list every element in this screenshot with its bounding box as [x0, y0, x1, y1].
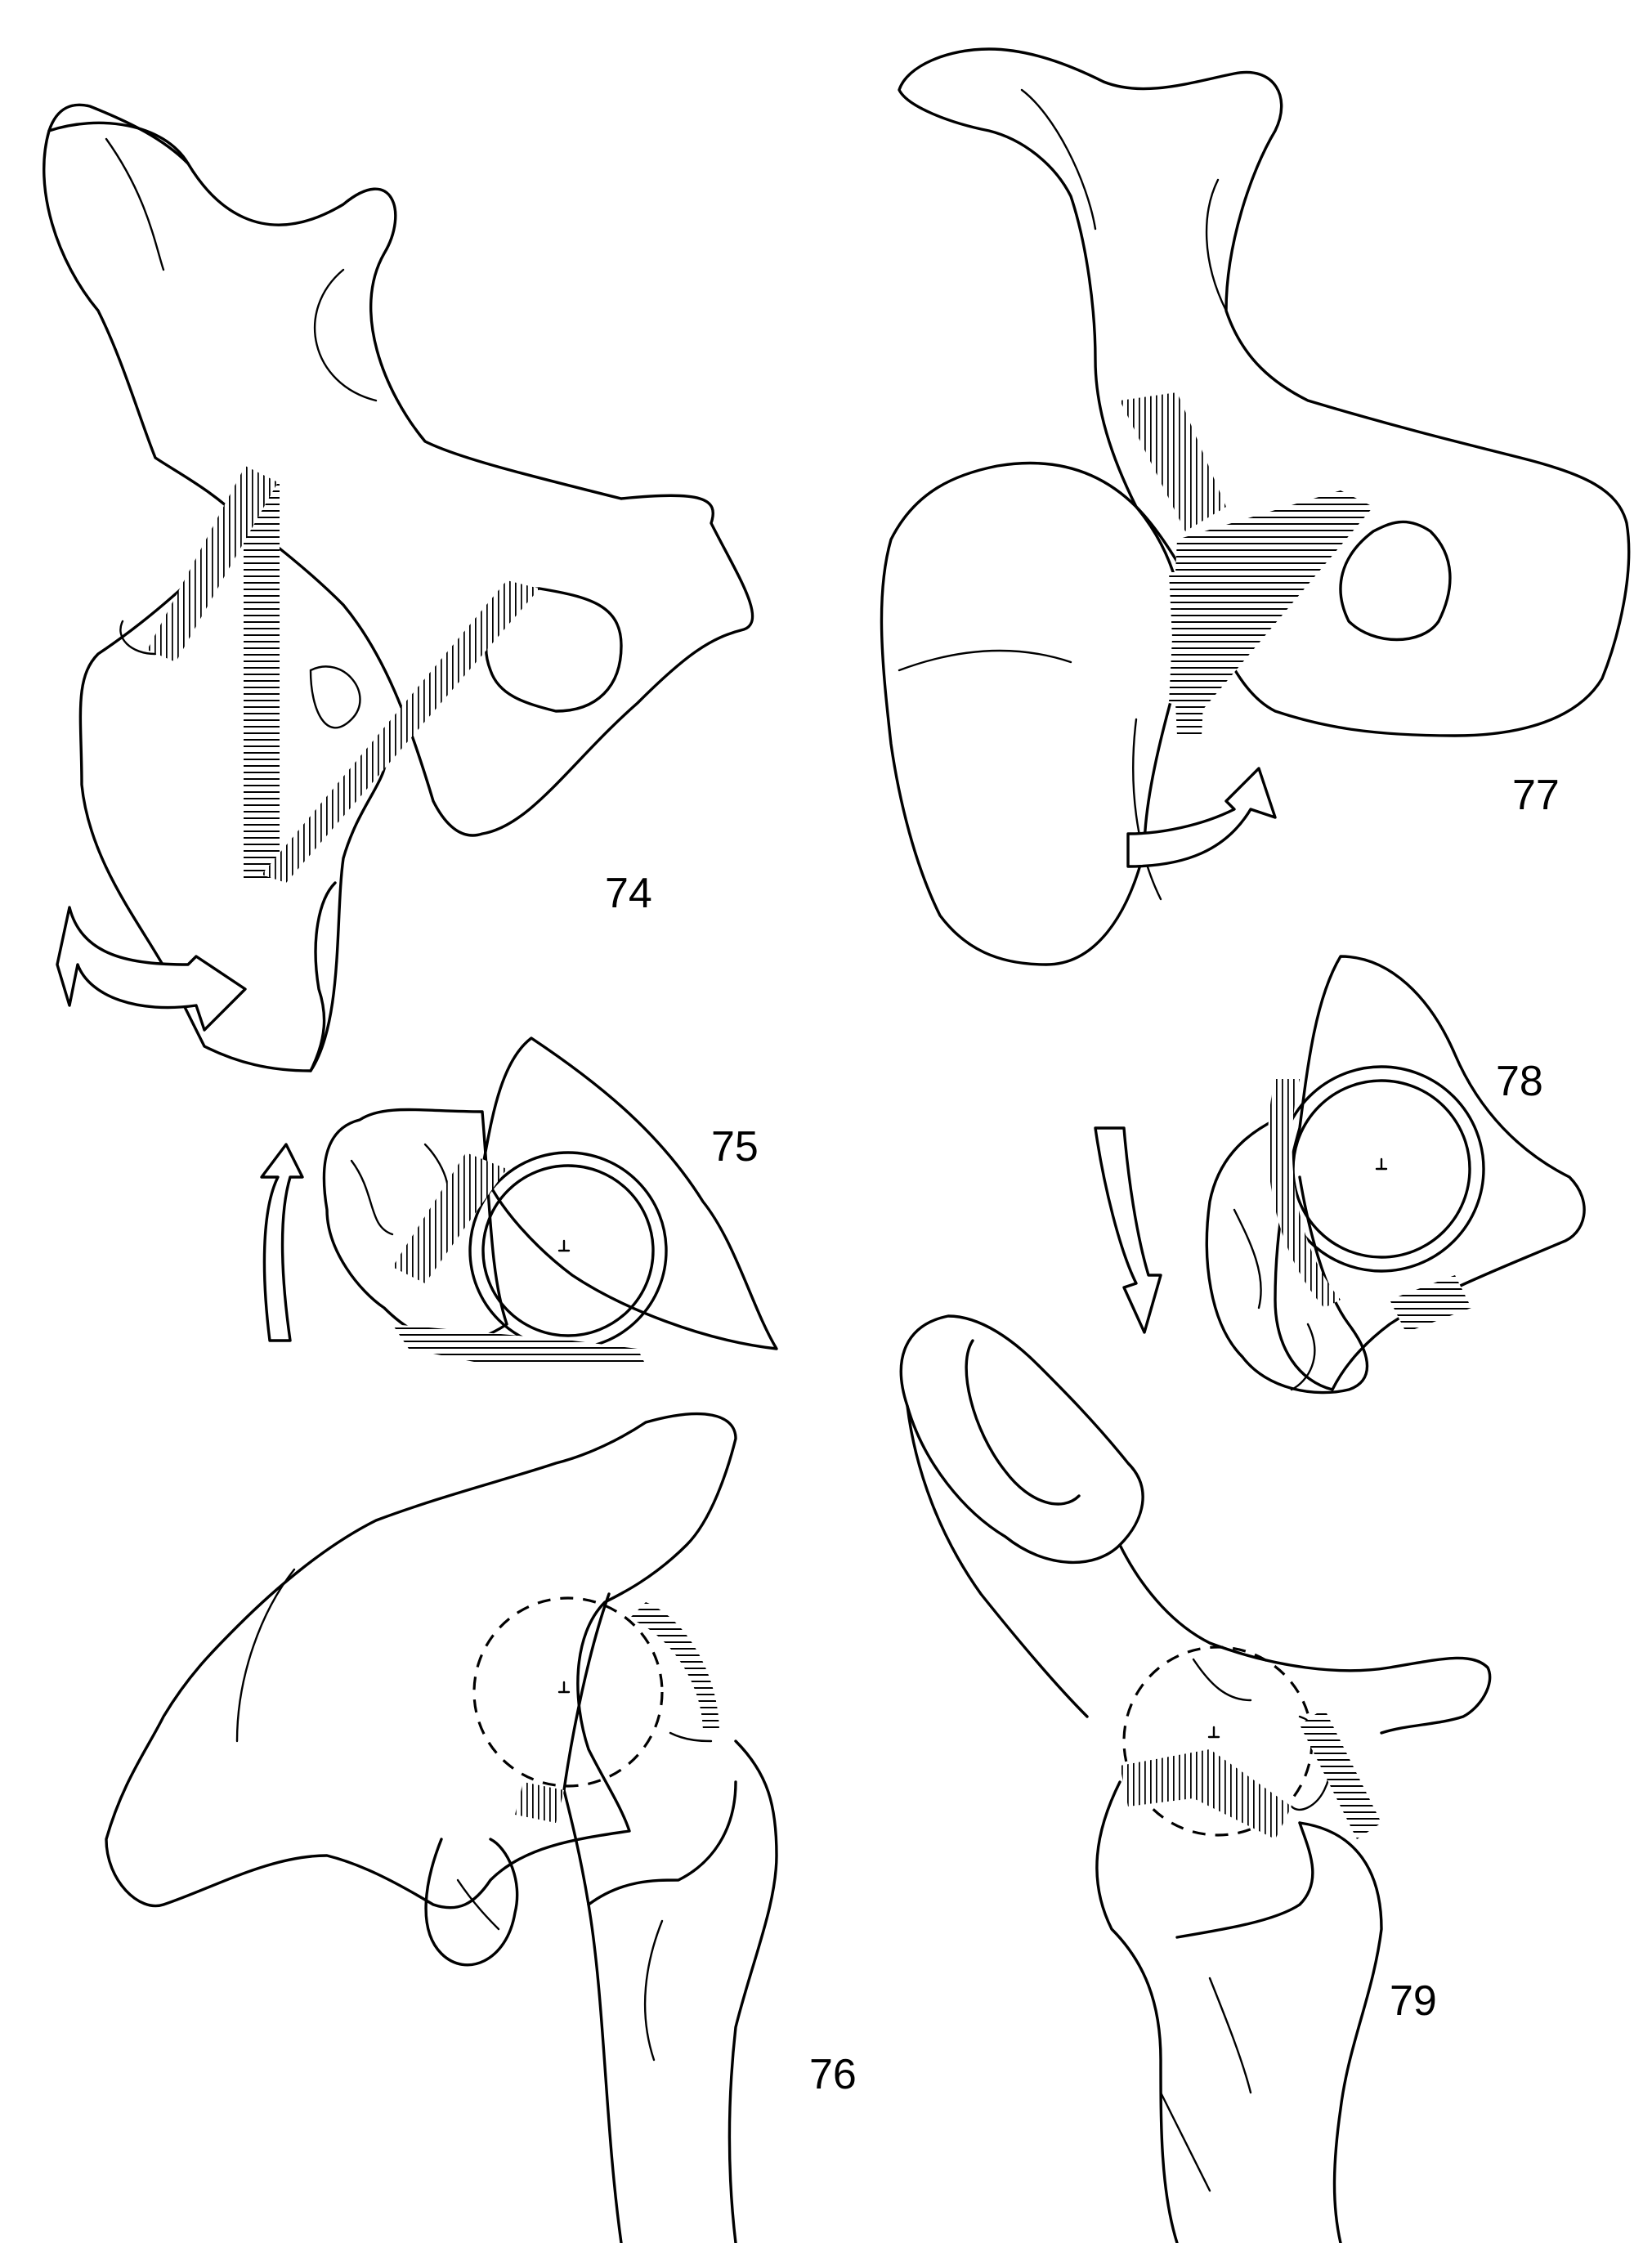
figure-label-79: 79	[1390, 1977, 1437, 2025]
figure-74: 74	[43, 103, 754, 1072]
muscle-band-diagonal	[1169, 490, 1373, 711]
figure-76: 76	[105, 1412, 857, 2243]
muscle-band-upper	[1120, 392, 1226, 531]
muscle-band-vertical	[1169, 572, 1210, 736]
tendon-band-curved	[1267, 1079, 1341, 1308]
rotation-arrow-icon	[1126, 767, 1277, 868]
muscle-band-right	[1300, 1708, 1381, 1839]
humeral-head-outline-dashed	[472, 1596, 664, 1788]
figure-label-78: 78	[1496, 1058, 1543, 1105]
muscle-band-lower	[515, 1782, 564, 1823]
figure-77: 77	[880, 47, 1631, 966]
muscle-band-lower	[1120, 1749, 1292, 1839]
upward-arrow-icon	[260, 1143, 304, 1342]
figure-label-76: 76	[809, 2051, 857, 2098]
muscle-arc-upper	[629, 1602, 719, 1733]
rotation-arrow-icon	[56, 906, 247, 1032]
figure-label-74: 74	[605, 870, 652, 917]
muscle-band-vertical	[244, 482, 280, 883]
capsule-band	[392, 1324, 646, 1365]
tendon-band	[392, 1153, 507, 1283]
figure-79: 79	[899, 1314, 1492, 2243]
figure-78: 78	[1094, 955, 1586, 1395]
figure-75: 75	[260, 1036, 778, 1365]
muscle-band-diagonal-left	[147, 466, 278, 662]
figure-label-75: 75	[711, 1123, 759, 1171]
downward-arrow-icon	[1094, 1126, 1162, 1334]
capsule-band	[1390, 1275, 1471, 1332]
figure-label-77: 77	[1512, 772, 1560, 819]
muscle-band-diagonal-right	[262, 580, 539, 883]
